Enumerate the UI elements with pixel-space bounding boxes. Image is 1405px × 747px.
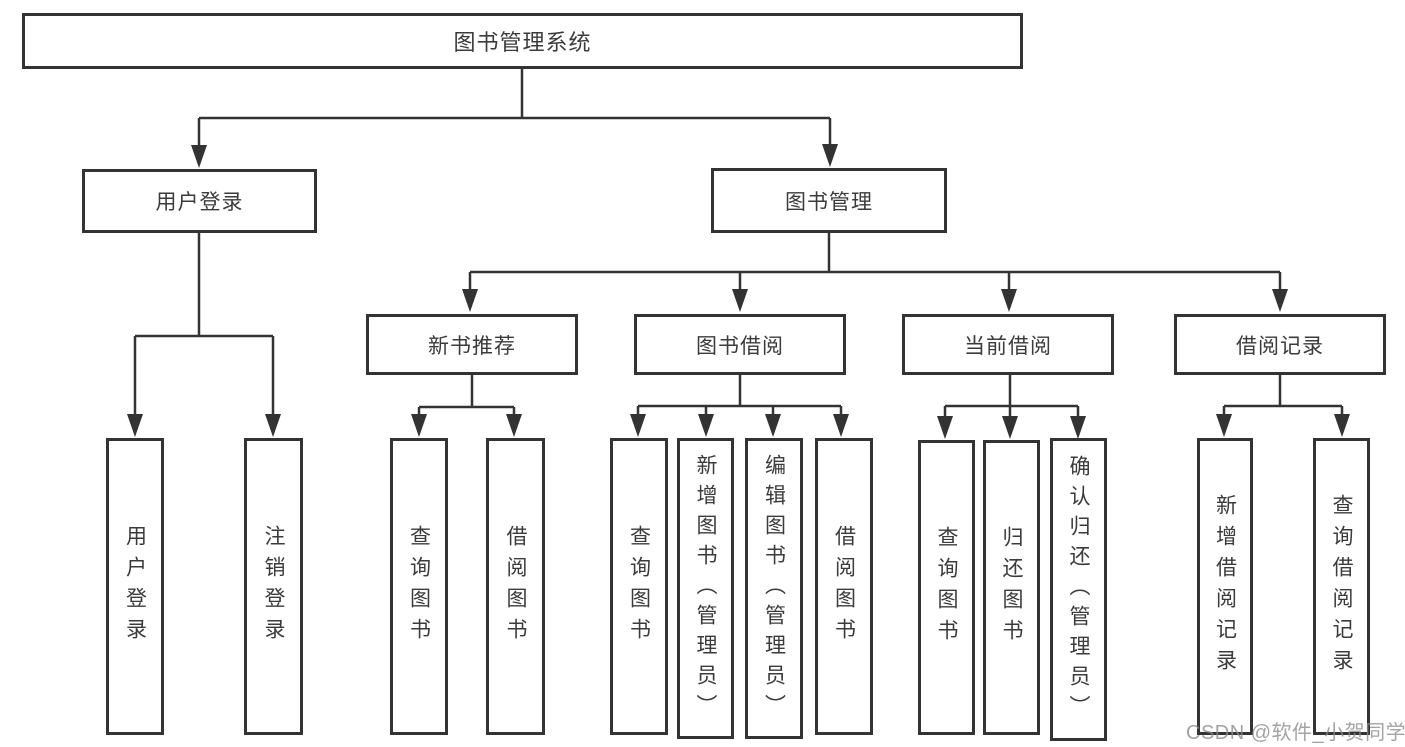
arrow-down-icon <box>1216 414 1232 437</box>
arrow-down-icon <box>765 414 781 437</box>
arrow-down-icon <box>411 414 427 437</box>
arrow-down-icon <box>1334 414 1350 437</box>
node-library-system: 图书管理系统 <box>22 13 1023 69</box>
leaf-return-books: 归还图书 <box>983 440 1040 735</box>
node-new-book-recommend: 新书推荐 <box>366 314 578 375</box>
node-user-login: 用户登录 <box>82 169 317 233</box>
leaf-query-borrow-record: 查询借阅记录 <box>1313 438 1370 735</box>
leaf-add-books-admin: 新增图书（管理员） <box>677 438 734 739</box>
connector-borrow-record-to-leaves <box>1216 375 1350 437</box>
arrow-down-icon <box>937 416 953 439</box>
leaf-query-books-2: 查询图书 <box>610 438 668 735</box>
node-label: 图书管理系统 <box>453 30 592 55</box>
leaf-borrow-books-2: 借阅图书 <box>815 438 873 735</box>
node-label: 查询借阅记录 <box>1330 493 1353 680</box>
node-label: 当前借阅 <box>964 334 1052 358</box>
node-label: 用户登录 <box>123 524 147 649</box>
arrow-down-icon <box>1001 289 1017 312</box>
node-borrowing-records: 借阅记录 <box>1174 314 1386 375</box>
arrow-down-icon <box>698 414 714 437</box>
leaf-edit-books-admin: 编辑图书（管理员） <box>745 438 803 739</box>
node-label: 查询图书 <box>627 524 651 649</box>
arrow-down-icon <box>127 414 143 437</box>
node-label: 查询图书 <box>935 525 958 650</box>
node-label: 图书借阅 <box>696 334 784 358</box>
node-label: 编辑图书（管理员） <box>762 453 786 724</box>
connector-user-login-to-leaves <box>127 233 281 437</box>
leaf-user-login: 用户登录 <box>106 438 164 735</box>
leaf-add-borrow-record: 新增借阅记录 <box>1197 438 1253 735</box>
node-label: 新增图书（管理员） <box>694 453 717 724</box>
connector-new-book-rec-to-leaves <box>411 375 522 437</box>
node-label: 借阅图书 <box>504 524 527 649</box>
node-label: 图书管理 <box>785 190 873 214</box>
leaf-borrow-books-1: 借阅图书 <box>486 438 545 735</box>
node-label: 确认归还（管理员） <box>1067 454 1090 725</box>
connector-root-to-level2 <box>191 68 838 168</box>
csdn-watermark: CSDN @软件_小贺同学 <box>1186 722 1405 744</box>
arrow-down-icon <box>732 289 748 312</box>
arrow-down-icon <box>506 414 522 437</box>
node-label: 注销登录 <box>262 524 285 649</box>
node-book-management: 图书管理 <box>711 168 947 233</box>
arrow-down-icon <box>833 414 849 437</box>
node-current-borrowing: 当前借阅 <box>902 314 1114 375</box>
node-label: 归还图书 <box>1000 525 1023 650</box>
arrow-down-icon <box>462 289 478 312</box>
arrow-down-icon <box>630 414 646 437</box>
node-label: 查询图书 <box>407 524 431 649</box>
leaf-query-books-3: 查询图书 <box>918 440 975 735</box>
leaf-query-books-1: 查询图书 <box>390 438 448 735</box>
connector-book-mgmt-to-level3 <box>462 233 1288 312</box>
arrow-down-icon <box>1002 416 1018 439</box>
node-label: 借阅记录 <box>1236 334 1324 358</box>
arrow-down-icon <box>265 414 281 437</box>
node-label: 借阅图书 <box>832 524 856 649</box>
node-label: 新书推荐 <box>428 334 516 358</box>
arrow-down-icon <box>191 145 207 168</box>
connector-book-borrow-to-leaves <box>630 375 849 437</box>
arrow-down-icon <box>822 144 838 167</box>
arrow-down-icon <box>1070 416 1086 439</box>
arrow-down-icon <box>1272 289 1288 312</box>
leaf-logout: 注销登录 <box>244 438 303 735</box>
node-book-borrowing: 图书借阅 <box>634 314 846 375</box>
node-label: 新增借阅记录 <box>1213 493 1237 680</box>
connector-current-borrow-to-leaves <box>937 375 1086 439</box>
leaf-confirm-return-admin: 确认归还（管理员） <box>1050 438 1107 741</box>
node-label: 用户登录 <box>155 191 244 214</box>
